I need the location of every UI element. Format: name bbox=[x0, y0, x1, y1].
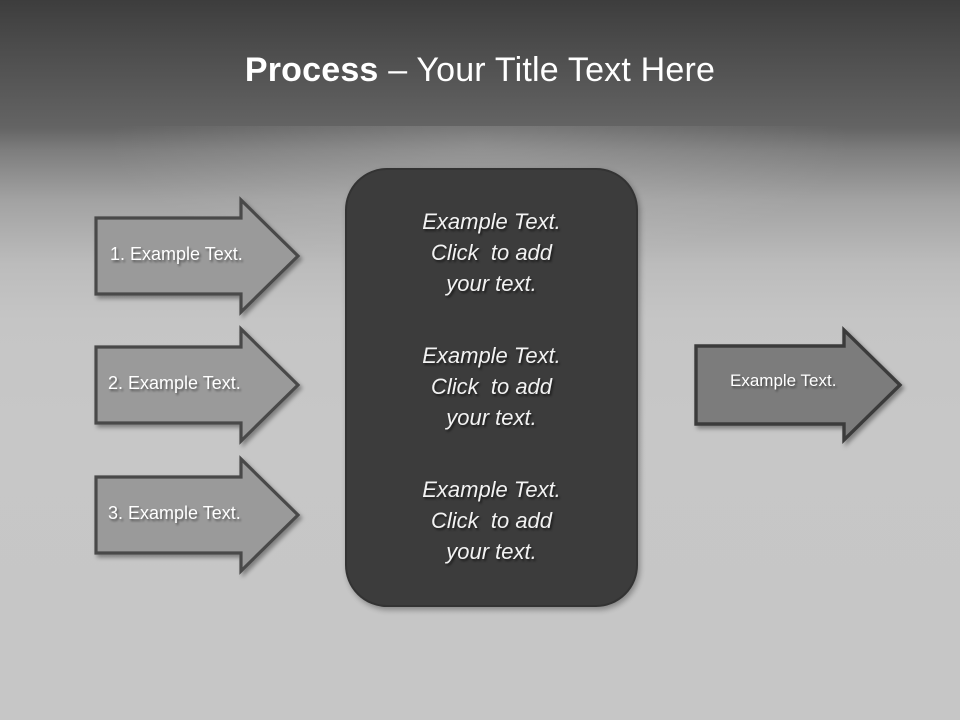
slide-title-rest: – Your Title Text Here bbox=[378, 51, 716, 89]
arrow-shape-icon bbox=[94, 325, 301, 445]
arrow-shape-icon bbox=[94, 196, 301, 316]
center-content-panel[interactable]: Example Text. Click to add your text. Ex… bbox=[345, 168, 638, 607]
panel-text-block-1: Example Text. Click to add your text. bbox=[422, 209, 561, 296]
input-arrow-1[interactable]: 1. Example Text. bbox=[92, 196, 302, 316]
panel-text-block-3: Example Text. Click to add your text. bbox=[422, 477, 561, 564]
panel-text-block-2: Example Text. Click to add your text. bbox=[422, 343, 561, 430]
input-arrow-3[interactable]: 3. Example Text. bbox=[92, 455, 302, 575]
input-arrow-2[interactable]: 2. Example Text. bbox=[92, 325, 302, 445]
slide-title-bold: Process bbox=[244, 51, 379, 89]
slide-title: Process – Your Title Text Here bbox=[0, 48, 960, 92]
arrow-shape-icon bbox=[94, 455, 301, 575]
arrow-shape-icon bbox=[694, 325, 903, 445]
output-arrow[interactable]: Example Text. bbox=[692, 325, 907, 445]
